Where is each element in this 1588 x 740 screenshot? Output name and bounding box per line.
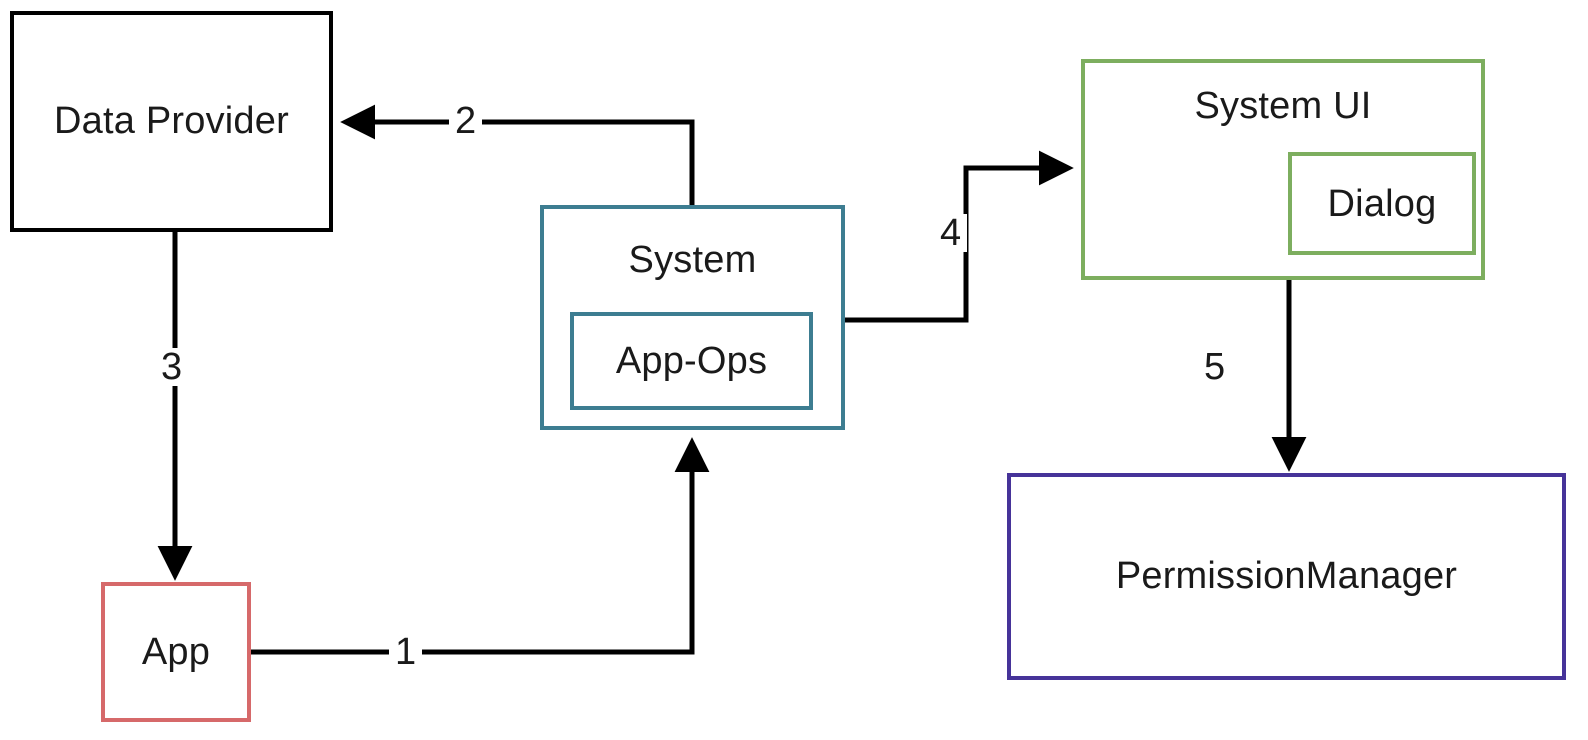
edge-system-to-data-provider [340, 104, 695, 205]
edge-label-3: 3 [155, 348, 189, 386]
edge-app-to-system [251, 437, 710, 655]
node-system-label: System [628, 239, 757, 281]
node-dialog-label: Dialog [1327, 183, 1437, 225]
node-data-provider[interactable] [10, 11, 333, 232]
node-dialog[interactable] [1288, 152, 1476, 255]
edge-label-2: 2 [449, 102, 483, 140]
node-app-ops-label: App-Ops [615, 340, 768, 382]
node-system-ui-label: System UI [1194, 85, 1372, 127]
node-app-label: App [141, 631, 211, 673]
node-data-provider-label: Data Provider [54, 100, 289, 142]
node-permission-manager[interactable] [1007, 473, 1566, 680]
edge-label-1: 1 [389, 633, 423, 671]
node-app[interactable] [101, 582, 251, 722]
node-permission-manager-label: PermissionManager [1115, 555, 1458, 597]
node-app-ops[interactable] [570, 312, 813, 410]
edge-label-4: 4 [934, 214, 968, 252]
edge-label-5: 5 [1198, 348, 1232, 386]
